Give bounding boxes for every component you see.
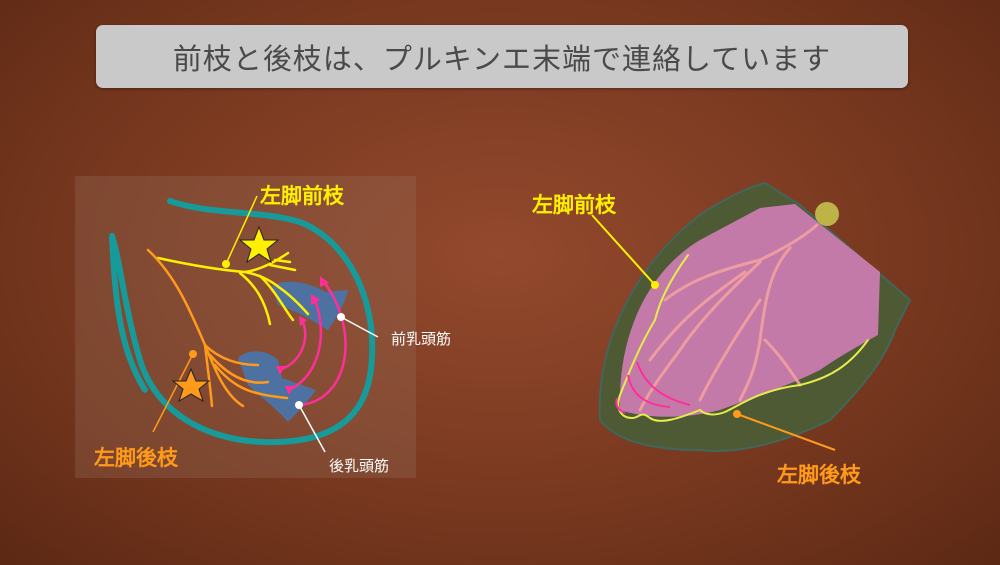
orange-star-icon <box>171 367 211 403</box>
arrow-heads <box>276 276 329 395</box>
left-ventricle <box>620 204 880 417</box>
left-anterior-fascicle-label: 左脚前枝 <box>260 184 344 208</box>
his-bundle-node <box>815 202 839 226</box>
left-posterior-fascicle-label: 左脚後枝 <box>94 446 178 470</box>
anterior-label-leader <box>225 195 258 265</box>
yellow-star-icon <box>238 225 280 264</box>
anterior-papillary-leader <box>340 316 379 338</box>
purkinje-network <box>638 223 819 412</box>
anterior-fascicle-branches <box>156 251 310 326</box>
posterior-papillary-label: 後乳頭筋 <box>329 457 390 475</box>
purkinje-arrows <box>615 361 691 414</box>
posterior-papillary-muscle <box>238 351 316 422</box>
anterior-papillary-muscle <box>272 281 348 330</box>
title-banner: 前枝と後枝は、プルキンエ末端で連絡しています <box>96 25 908 88</box>
right-posterior-fascicle-label: 左脚後枝 <box>777 463 861 487</box>
right-posterior-leader <box>736 413 836 451</box>
slide-title: 前枝と後枝は、プルキンエ末端で連絡しています <box>172 41 832 76</box>
posterior-label-leader <box>152 353 194 433</box>
posterior-fascicle-branches <box>146 248 289 408</box>
anterior-papillary-label: 前乳頭筋 <box>391 330 452 348</box>
posterior-papillary-leader <box>298 404 326 453</box>
purkinje-terminals-yellow <box>617 254 869 422</box>
ventricle-wall <box>109 198 376 446</box>
right-anterior-fascicle-label: 左脚前枝 <box>532 193 616 217</box>
right-anterior-leader <box>591 214 656 286</box>
